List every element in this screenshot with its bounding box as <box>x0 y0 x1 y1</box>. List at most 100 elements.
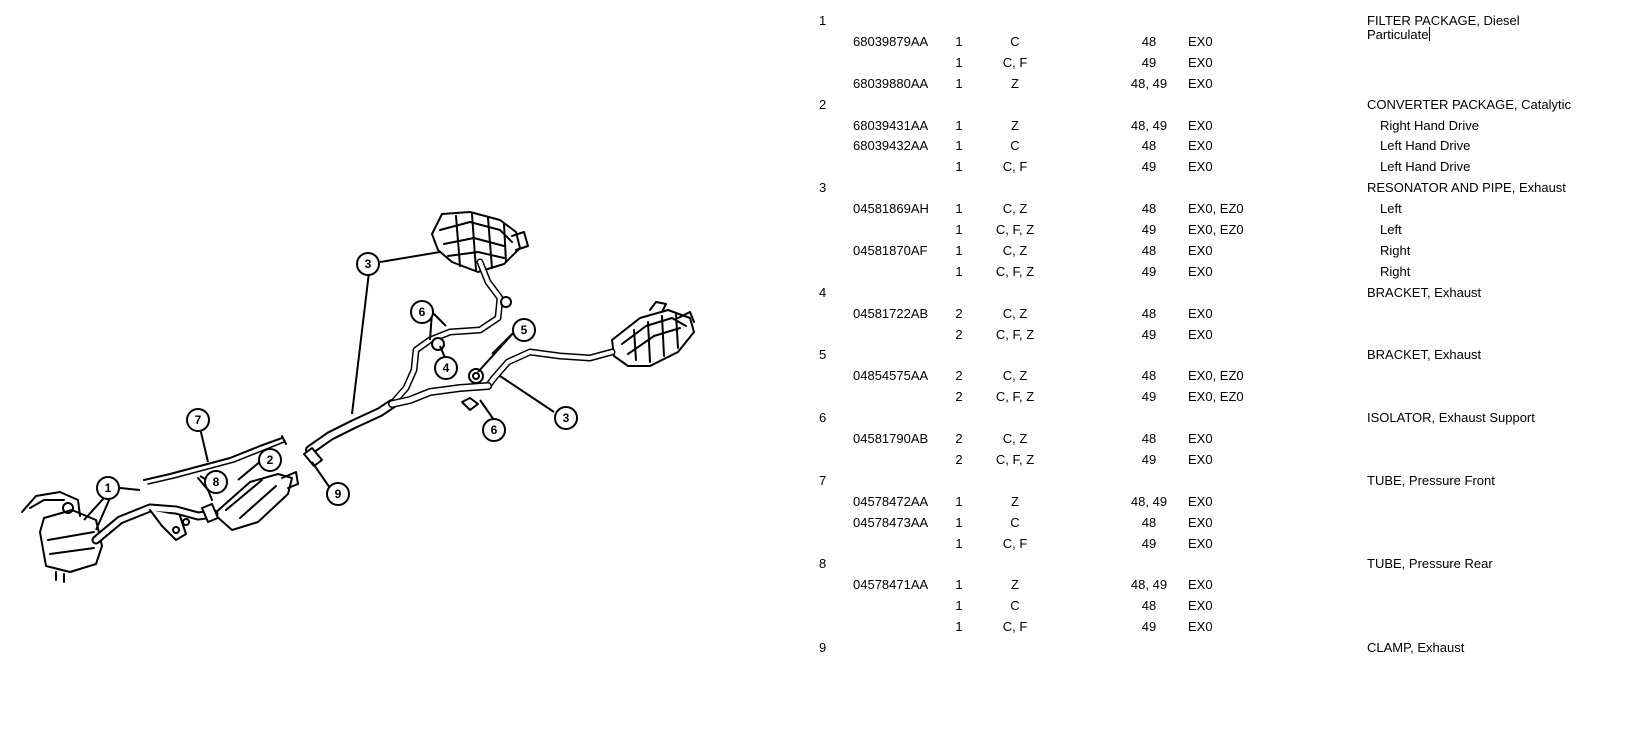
model-code: C <box>1010 598 1020 613</box>
sales-code: EX0 <box>1188 34 1213 49</box>
quantity: 1 <box>955 118 963 133</box>
part-number: 68039880AA <box>853 76 929 91</box>
part-number: 04581722AB <box>853 306 929 321</box>
left-muffler <box>431 211 529 273</box>
engine-code: 48, 49 <box>1130 577 1168 592</box>
usage-note: Left <box>1380 222 1402 237</box>
quantity: 2 <box>955 431 963 446</box>
model-code: Z <box>1011 577 1019 592</box>
svg-text:4: 4 <box>443 361 450 375</box>
part-number: 04581790AB <box>853 431 929 446</box>
part-number: 04578471AA <box>853 577 929 592</box>
part-number: 68039432AA <box>853 138 929 153</box>
callout-2: 2 <box>258 448 282 472</box>
quantity: 1 <box>955 138 963 153</box>
engine-code: 49 <box>1141 452 1157 467</box>
part-description: TUBE, Pressure Front <box>1367 473 1495 488</box>
engine-code: 48 <box>1141 515 1157 530</box>
quantity: 2 <box>955 306 963 321</box>
model-code: C <box>1010 515 1020 530</box>
model-code: Z <box>1011 118 1019 133</box>
svg-text:3: 3 <box>563 411 570 425</box>
usage-note: Left <box>1380 201 1402 216</box>
callout-1: 1 <box>96 476 120 500</box>
model-code: C, F <box>1002 159 1028 174</box>
quantity: 2 <box>955 368 963 383</box>
engine-code: 49 <box>1141 264 1157 279</box>
quantity: 2 <box>955 452 963 467</box>
pressure-tube-front <box>143 437 283 481</box>
model-code: Z <box>1011 76 1019 91</box>
sales-code: EX0 <box>1188 536 1213 551</box>
callouts: 3 6 5 4 7 2 1 8 <box>96 252 578 506</box>
engine-code: 49 <box>1141 55 1157 70</box>
quantity: 2 <box>955 389 963 404</box>
svg-text:8: 8 <box>213 475 220 489</box>
part-number: 68039431AA <box>853 118 929 133</box>
part-description-continued: Particulate <box>1367 27 1431 42</box>
part-number: 68039879AA <box>853 34 929 49</box>
item-number: 4 <box>819 285 827 300</box>
model-code: C <box>1010 138 1020 153</box>
engine-code: 48 <box>1141 306 1157 321</box>
model-code: C, Z <box>1002 431 1028 446</box>
part-description: BRACKET, Exhaust <box>1367 285 1482 300</box>
svg-text:2: 2 <box>267 453 274 467</box>
callout-7: 7 <box>186 408 210 432</box>
engine-code: 48 <box>1141 431 1157 446</box>
item-number: 9 <box>819 640 827 655</box>
callout-9: 9 <box>326 482 350 506</box>
model-code: C <box>1010 34 1020 49</box>
sales-code: EX0 <box>1188 306 1213 321</box>
item-number: 8 <box>819 556 827 571</box>
svg-text:1: 1 <box>105 481 112 495</box>
usage-note: Right <box>1380 264 1411 279</box>
engine-code: 48 <box>1141 201 1157 216</box>
engine-code: 48 <box>1141 243 1157 258</box>
model-code: C, Z <box>1002 243 1028 258</box>
sales-code: EX0 <box>1188 327 1213 342</box>
callout-4: 4 <box>434 356 458 380</box>
sales-code: EX0 <box>1188 55 1213 70</box>
engine-code: 49 <box>1141 536 1157 551</box>
svg-text:7: 7 <box>195 413 202 427</box>
engine-code: 48 <box>1141 34 1157 49</box>
svg-text:5: 5 <box>521 323 528 337</box>
part-description: BRACKET, Exhaust <box>1367 347 1482 362</box>
quantity: 1 <box>955 515 963 530</box>
sales-code: EX0, EZ0 <box>1188 368 1244 383</box>
engine-code: 48 <box>1141 598 1157 613</box>
quantity: 1 <box>955 76 963 91</box>
sales-code: EX0 <box>1188 494 1213 509</box>
quantity: 1 <box>955 34 963 49</box>
sales-code: EX0 <box>1188 138 1213 153</box>
catalytic-converter <box>213 471 299 531</box>
right-muffler <box>611 301 695 367</box>
item-number: 1 <box>819 13 827 28</box>
quantity: 1 <box>955 536 963 551</box>
usage-note: Left Hand Drive <box>1380 138 1471 153</box>
particulate-filter <box>21 491 103 583</box>
part-number: 04578473AA <box>853 515 929 530</box>
sales-code: EX0 <box>1188 76 1213 91</box>
model-code: C, F <box>1002 619 1028 634</box>
model-code: C, F, Z <box>995 327 1035 342</box>
sales-code: EX0 <box>1188 159 1213 174</box>
quantity: 1 <box>955 494 963 509</box>
quantity: 1 <box>955 598 963 613</box>
quantity: 1 <box>955 264 963 279</box>
part-description: TUBE, Pressure Rear <box>1367 556 1493 571</box>
model-code: C, F <box>1002 55 1028 70</box>
part-description: CLAMP, Exhaust <box>1367 640 1465 655</box>
engine-code: 48, 49 <box>1130 118 1168 133</box>
part-number: 04854575AA <box>853 368 929 383</box>
sales-code: EX0 <box>1188 264 1213 279</box>
sales-code: EX0 <box>1188 577 1213 592</box>
sales-code: EX0 <box>1188 118 1213 133</box>
svg-text:3: 3 <box>365 257 372 271</box>
engine-code: 48 <box>1141 138 1157 153</box>
callout-5: 5 <box>512 318 536 342</box>
model-code: C, F <box>1002 536 1028 551</box>
usage-note: Right Hand Drive <box>1380 118 1479 133</box>
quantity: 1 <box>955 159 963 174</box>
